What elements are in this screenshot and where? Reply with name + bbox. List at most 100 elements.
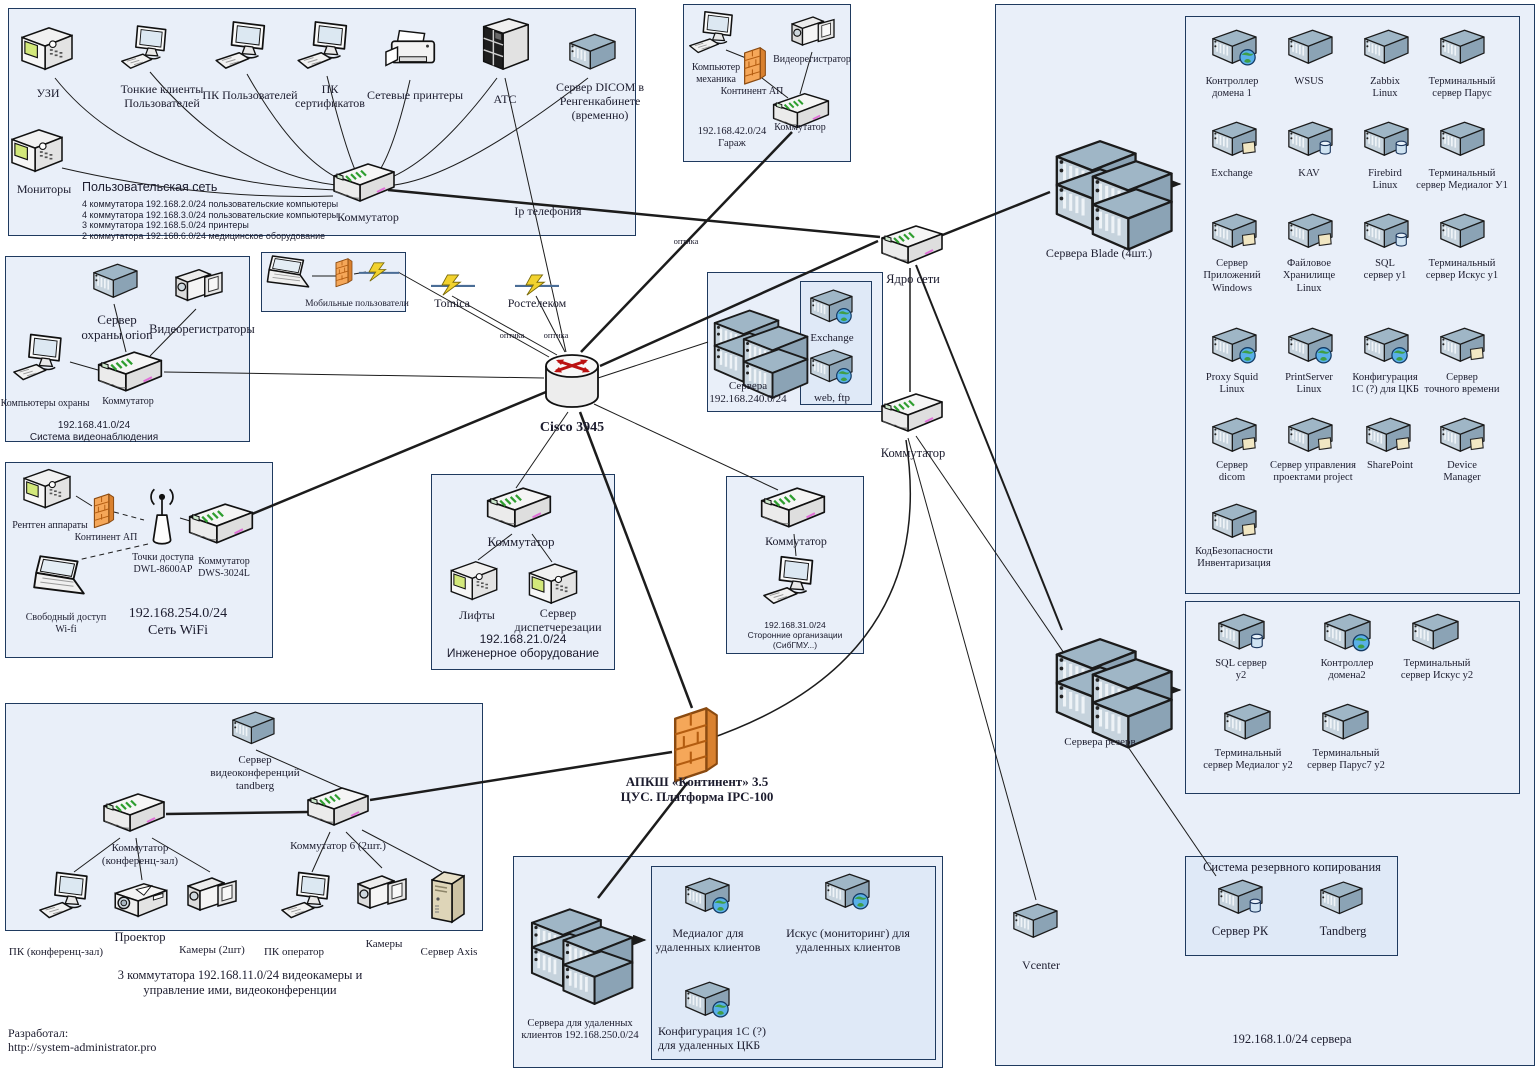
term-iskus2-label: Терминальный сервер Искус у2 (1400, 658, 1474, 682)
optica3-label: оптика (673, 236, 699, 246)
printserver-label: PrintServer Linux (1285, 372, 1333, 396)
mobile-bolt-icon (358, 261, 400, 283)
exchange-label: Exchange (810, 332, 854, 344)
zabbix-label: Zabbix Linux (1370, 76, 1400, 100)
kav-icon (1282, 118, 1338, 162)
pc-cert-icon (297, 21, 348, 70)
term-parus-icon (1440, 29, 1485, 65)
optica1-label: оптика (499, 330, 525, 340)
lifts-icon (450, 560, 498, 601)
app-win-icon (1206, 210, 1262, 254)
pc-users-label: ПК Пользователей (202, 88, 298, 102)
term-parus7-icon (1322, 703, 1369, 740)
eng-net-label: 192.168.21.0/24 Инженерное оборудование (446, 632, 600, 661)
term-medialog1-label: Терминальный сервер Медиалог У1 (1416, 168, 1508, 192)
vcenter-label: Vcenter (1022, 958, 1060, 972)
term-iskus1-icon (1440, 213, 1485, 249)
axis-icon (431, 871, 465, 923)
app-win-label: Сервер Приложений Windows (1203, 258, 1261, 294)
tp-switch-label: Коммутатор (765, 534, 827, 548)
free-wifi-label: Свободный доступ Wi-fi (25, 612, 107, 635)
mobile-fw-icon (335, 258, 353, 288)
exch2-icon (1206, 118, 1262, 162)
medialog-label: Медиалог для удаленных клиентов (655, 926, 761, 955)
dispatch-icon (528, 563, 578, 604)
reserve-label: Сервера резерв (1064, 736, 1136, 748)
sql2-label: SQL сервер у2 (1215, 658, 1267, 682)
monitors-label: Мониторы (16, 182, 72, 196)
sharepoint-label: SharePoint (1366, 460, 1414, 471)
rostel-bolt-icon (513, 273, 561, 297)
sql1-label: SQL сервер у1 (1363, 258, 1407, 282)
edge-28 (597, 341, 709, 379)
file-linux-label: Файловое Хранилище Linux (1282, 258, 1336, 294)
ap-label: Точки доступа DWL-8600AP (132, 552, 194, 575)
tp-net-label: 192.168.31.0/24 Сторонние организации (С… (747, 620, 843, 651)
zabbix-icon (1364, 29, 1409, 65)
cams2-icon (187, 877, 237, 911)
surv-switch-label: Коммутатор (102, 396, 154, 407)
uzi-icon (21, 26, 73, 71)
proxy-icon (1206, 324, 1262, 368)
garage-fw-label: Континент АП (720, 86, 784, 97)
pc-users-icon (215, 21, 266, 70)
config-globe-icon (678, 978, 736, 1022)
eng-switch-icon (486, 487, 552, 528)
servers-net-label: 192.168.1.0/24 сервера (1232, 1032, 1352, 1046)
orion-label: Сервер охраны orion (81, 312, 153, 343)
pbx-icon (482, 18, 529, 70)
printserver-icon (1282, 324, 1338, 368)
conf-net-label: 3 коммутатора 192.168.11.0/24 видеокамер… (117, 968, 363, 997)
term-parus7-label: Терминальный сервер Парус7 у2 (1307, 748, 1385, 772)
rostelecom-label: Ростелеком (507, 296, 567, 310)
kod-bezopasnosti-icon (1206, 500, 1262, 544)
core-switch-icon (880, 224, 944, 265)
medialog-globe-icon (678, 874, 736, 918)
dicom-server-icon (1206, 414, 1262, 458)
switch1-label: Коммутатор (337, 210, 399, 224)
term-iskus2-icon (1412, 613, 1459, 650)
ip-telephony-label: Ip телефония (514, 204, 582, 218)
remote-stack-label: Сервера для удаленных клиентов 192.168.2… (521, 1018, 639, 1042)
mobile-label: Мобильные пользователи (305, 299, 409, 309)
dicom-server-label: Сервер dicom (1216, 460, 1248, 484)
surv-pc-label: Компьютеры охраны (0, 398, 90, 409)
tomica-bolt-icon (429, 273, 477, 297)
srv240-label: Сервера 192.168.240.0/24 (709, 380, 787, 405)
cams-label: Камеры (365, 938, 403, 950)
blade-stack-icon (1046, 126, 1150, 222)
wsus-label: WSUS (1294, 76, 1324, 87)
garage-switch-label: Коммутатор (774, 122, 826, 133)
xray-label: Рентген аппараты (12, 520, 88, 531)
user-net-title: Пользовательская сеть (82, 180, 218, 194)
pc-cert-label: ПК сертификатов (295, 82, 365, 111)
time-server-icon (1434, 324, 1490, 368)
uzi-label: УЗИ (36, 86, 60, 100)
dicom-icon (569, 33, 616, 70)
term-parus-label: Терминальный сервер Парус (1428, 76, 1496, 100)
tandberg-label: Tandberg (1319, 924, 1367, 938)
dicom-label: Сервер DICOM в Ренгенкабинете (временно) (555, 80, 645, 123)
eng-switch-label: Коммутатор (487, 534, 555, 549)
conf-switch-label: Коммутатор (конференц-зал) (101, 842, 179, 867)
project-label: Сервер управления проектами project (1269, 460, 1357, 484)
surv-cams-label: Видеорегистраторы (149, 322, 255, 336)
footer-label: Разработал: http://system-administrator.… (8, 1026, 157, 1055)
mobile-laptop-icon (266, 255, 310, 288)
iskus-label: Искус (мониторинг) для удаленных клиенто… (786, 926, 910, 955)
projector-label: Проектор (114, 930, 166, 944)
cams2-label: Камеры (2шт) (179, 944, 245, 956)
xray-icon (23, 468, 71, 509)
lifts-label: Лифты (459, 608, 495, 622)
conf1c-ckb-icon (1358, 324, 1414, 368)
server-grid-box (1185, 16, 1520, 594)
cisco-icon (544, 353, 600, 409)
switch6-label: Коммутатор 6 (2шт.) (290, 840, 386, 852)
op-pc-label: ПК оператор (263, 946, 325, 958)
webftp-label: web, ftp (813, 392, 851, 404)
free-laptop-icon (33, 555, 85, 595)
remote-stack-icon (522, 896, 614, 980)
garage-cam-icon (791, 16, 835, 46)
wifi-net-label: 192.168.254.0/24 Сеть WiFi (128, 606, 228, 638)
